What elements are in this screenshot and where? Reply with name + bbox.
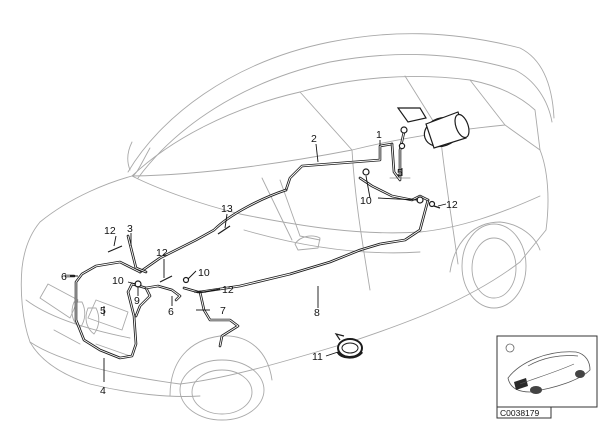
callout-6-left: 6 xyxy=(61,271,67,283)
callout-6-mid: 6 xyxy=(168,306,174,318)
car-body-outline xyxy=(20,33,555,421)
diagram-code: C0038179 xyxy=(500,408,540,418)
hose-clamp xyxy=(334,333,364,359)
clip-12-parts xyxy=(107,200,441,293)
callout-5-rear: 5 xyxy=(397,167,403,179)
leader-lines xyxy=(70,140,447,382)
callout-12-front-mid: 12 xyxy=(156,247,168,259)
callout-3: 3 xyxy=(127,223,133,235)
callout-10-mid: 10 xyxy=(198,267,210,279)
callout-4: 4 xyxy=(100,385,106,397)
callout-9: 9 xyxy=(134,295,140,307)
callout-1: 1 xyxy=(376,129,382,141)
callout-13: 13 xyxy=(221,203,233,215)
brake-lines xyxy=(64,130,430,360)
hose-13 xyxy=(217,225,231,235)
callout-12-rear: 12 xyxy=(446,199,458,211)
callout-5-front: 5 xyxy=(100,305,106,317)
callout-labels: 1 2 3 4 5 5 6 6 7 8 9 10 10 10 11 12 12 … xyxy=(61,129,458,397)
callout-2: 2 xyxy=(311,133,317,145)
components xyxy=(107,107,470,359)
reservoir-component xyxy=(396,107,470,150)
callout-12-front-left: 12 xyxy=(104,225,116,237)
callout-10-front: 10 xyxy=(112,275,124,287)
callout-12-front-right: 12 xyxy=(222,284,234,296)
callout-11: 11 xyxy=(312,351,323,363)
inset-thumbnail: C0038179 xyxy=(496,335,598,419)
inset-car-icon xyxy=(507,351,591,394)
callout-8: 8 xyxy=(314,307,320,319)
callout-10-rear: 10 xyxy=(360,195,372,207)
clip-10-rear-left xyxy=(362,168,370,176)
callout-7: 7 xyxy=(220,305,226,317)
clip-10-front-right xyxy=(182,276,190,284)
